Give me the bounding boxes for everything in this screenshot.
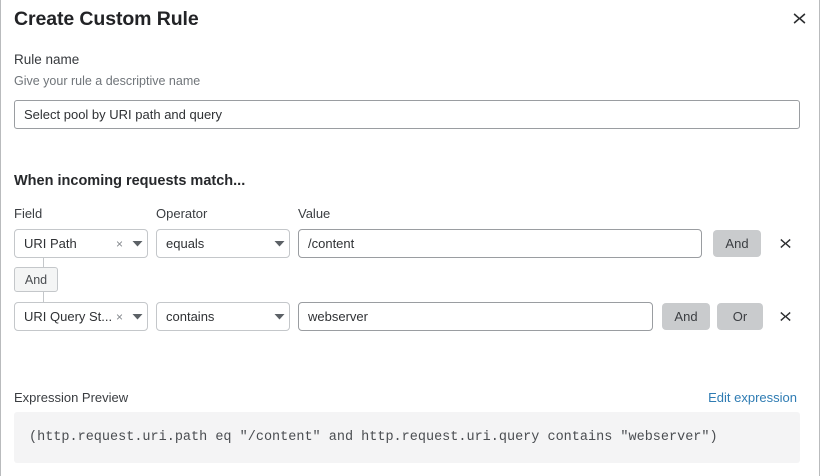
rule-name-label: Rule name — [14, 52, 80, 67]
clear-icon[interactable]: × — [115, 236, 123, 251]
expression-preview-box: (http.request.uri.path eq "/content" and… — [14, 412, 800, 463]
chevron-down-icon[interactable] — [269, 313, 289, 320]
operator-select-value-1: contains — [166, 309, 215, 324]
field-select-1[interactable]: URI Query St... × — [14, 302, 148, 331]
connector-line-bottom — [43, 291, 44, 302]
delete-condition-icon-0[interactable] — [776, 233, 794, 253]
connector-and-badge[interactable]: And — [14, 267, 58, 292]
or-button-1[interactable]: Or — [717, 303, 763, 330]
expression-preview-code: (http.request.uri.path eq "/content" and… — [29, 430, 718, 445]
clear-icon[interactable]: × — [115, 309, 123, 324]
operator-select-1[interactable]: contains — [156, 302, 290, 331]
chevron-down-icon[interactable] — [269, 240, 289, 247]
and-button-1[interactable]: And — [662, 303, 710, 330]
rule-name-input[interactable] — [14, 100, 800, 129]
conditions-section-heading: When incoming requests match... — [14, 173, 246, 189]
field-select-value-1: URI Query St... — [24, 309, 112, 324]
value-input-0[interactable] — [298, 229, 702, 258]
field-select-0[interactable]: URI Path × — [14, 229, 148, 258]
close-icon[interactable] — [787, 7, 811, 29]
chevron-down-icon[interactable] — [127, 240, 147, 247]
value-input-1[interactable] — [298, 302, 653, 331]
column-header-operator: Operator — [156, 206, 208, 221]
chevron-down-icon[interactable] — [127, 313, 147, 320]
operator-select-value-0: equals — [166, 236, 205, 251]
rule-name-hint: Give your rule a descriptive name — [14, 74, 201, 88]
operator-select-0[interactable]: equals — [156, 229, 290, 258]
and-button-0[interactable]: And — [713, 230, 761, 257]
column-header-field: Field — [14, 206, 43, 221]
delete-condition-icon-1[interactable] — [776, 306, 794, 326]
edit-expression-link[interactable]: Edit expression — [708, 390, 797, 405]
dialog-title: Create Custom Rule — [14, 8, 199, 30]
expression-preview-label: Expression Preview — [14, 390, 129, 405]
field-select-value-0: URI Path — [24, 236, 77, 251]
column-header-value: Value — [298, 206, 331, 221]
connector-line-top — [43, 258, 44, 268]
